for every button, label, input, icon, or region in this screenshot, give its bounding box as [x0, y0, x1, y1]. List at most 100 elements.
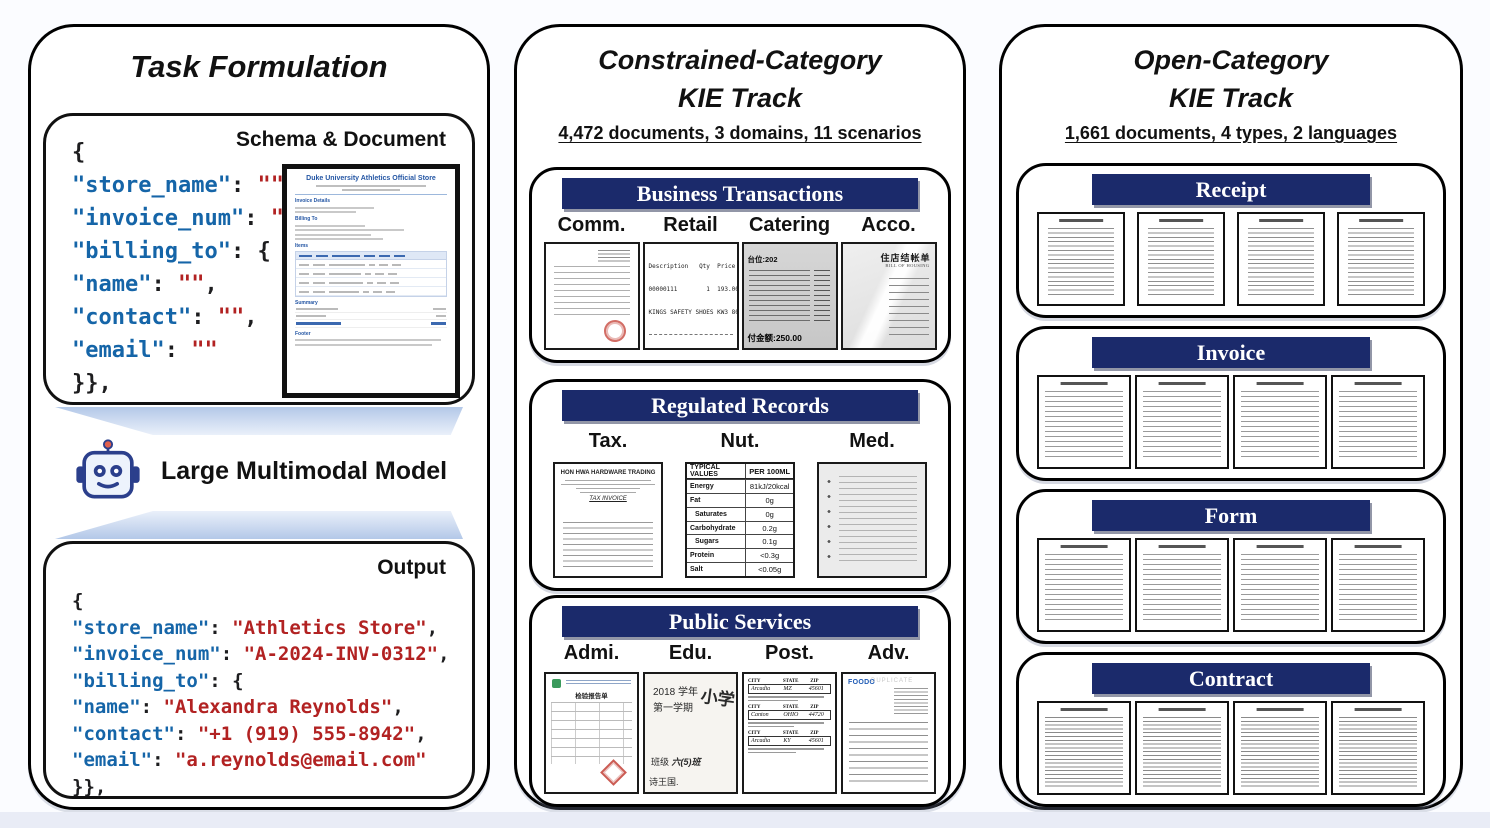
- contract-card: Contract: [1016, 652, 1446, 807]
- json-code-line: "email": "a.reynolds@email.com": [72, 749, 427, 771]
- open-stats: 1,661 documents, 4 types, 2 languages: [1064, 123, 1398, 143]
- document-thumbnail: [1331, 701, 1425, 795]
- document-thumbnail: [1137, 212, 1225, 306]
- invoice-banner: Invoice: [1092, 337, 1370, 368]
- document-thumbnail: [1135, 701, 1229, 795]
- constrained-title-line1: Constrained-Category: [598, 45, 882, 75]
- json-code-line: "contact": "",: [72, 305, 258, 330]
- open-category-panel: Open-Category KIE Track 1,661 documents,…: [999, 24, 1463, 810]
- task-panel-title: Task Formulation: [130, 49, 388, 84]
- catering-receipt-thumbnail: 台位:202 付金额:250.00: [741, 242, 838, 350]
- receipt-doc-row: [1033, 212, 1429, 306]
- paid-amount: 付金额:250.00: [747, 333, 802, 343]
- document-thumbnail: [1233, 375, 1327, 469]
- red-stamp-icon: [601, 317, 628, 345]
- json-code-line: "billing_to": {: [72, 669, 244, 692]
- document-thumbnail: [1037, 375, 1131, 469]
- scenario-label-comm: Comm.: [557, 214, 626, 236]
- document-thumbnail: [1135, 375, 1229, 469]
- retail-receipt-thumbnail: Description Qty Price Amt 00000111 1 193…: [642, 242, 739, 350]
- scenario-label-admi: Admi.: [563, 642, 620, 664]
- schema-box-label: Schema & Document: [235, 128, 446, 151]
- json-code-line: }},: [72, 775, 107, 798]
- document-thumbnail: [1233, 538, 1327, 632]
- document-thumbnail: [1331, 375, 1425, 469]
- scenario-label-med: Med.: [849, 430, 895, 452]
- document-thumbnail: [1037, 701, 1131, 795]
- invoice-doc-row: [1033, 375, 1429, 469]
- education-document-thumbnail: 2018 学年 第一学期 小学 班级 六(5)班 诗王国.: [643, 672, 738, 794]
- task-formulation-panel: Task Formulation Schema & Document { "sto…: [28, 24, 490, 810]
- green-logo-icon: [552, 679, 561, 688]
- document-thumbnail: [1037, 212, 1125, 306]
- output-box: Output {"store_name": "Athletics Store",…: [43, 541, 475, 799]
- document-thumbnail: [1135, 538, 1229, 632]
- duplicate-watermark: DUPLICATE: [871, 678, 914, 684]
- medical-receipt-thumbnail: [817, 462, 927, 578]
- json-code-line: "name": "",: [72, 272, 218, 297]
- scenario-labels: Admi. Edu. Post. Adv.: [542, 642, 938, 665]
- page-bottom-strip: [0, 812, 1490, 828]
- invoice-card: Invoice: [1016, 326, 1446, 481]
- advice-form-thumbnail: FOODO DUPLICATE: [841, 672, 936, 794]
- form-card: Form: [1016, 489, 1446, 644]
- invoice-section-label: Summary: [295, 300, 318, 306]
- public-services-doc-row: 检验报告单 2018 学年 第一学期 小学 班级 六(5)班 诗王国. CITY…: [542, 672, 938, 794]
- regulated-records-banner: Regulated Records: [562, 390, 918, 421]
- document-thumbnail: [1233, 701, 1327, 795]
- json-code-line: "invoice_num": "",: [72, 206, 310, 231]
- commercial-invoice-thumbnail: [543, 242, 640, 350]
- scenario-label-catering: Catering: [748, 214, 831, 236]
- accommodation-bill-thumbnail: 住店结帐单 BILL OF HOUSING: [840, 242, 937, 350]
- scenario-labels: Comm. Retail Catering Acco.: [542, 214, 938, 237]
- invoice-section-label: Invoice Details: [295, 198, 331, 204]
- document-thumbnail: [1331, 538, 1425, 632]
- open-title-line2: KIE Track: [1168, 83, 1294, 113]
- beam-connector-bottom: [55, 511, 463, 539]
- scenario-label-acco: Acco.: [861, 214, 916, 236]
- open-title-line1: Open-Category: [1133, 45, 1329, 75]
- business-transactions-card: Business Transactions Comm. Retail Cater…: [529, 167, 951, 363]
- public-services-card: Public Services Admi. Edu. Post. Adv. 检验…: [529, 595, 951, 807]
- inspection-report-thumbnail: 检验报告单: [544, 672, 639, 794]
- scenario-label-tax: Tax.: [588, 430, 628, 452]
- scenario-label-nut: Nut.: [720, 430, 760, 452]
- json-code-line: "store_name": "",: [72, 173, 297, 198]
- scenario-label-retail: Retail: [663, 214, 718, 236]
- business-transactions-banner: Business Transactions: [562, 178, 918, 209]
- tax-invoice-thumbnail: HON HWA HARDWARE TRADING TAX INVOICE: [553, 462, 663, 578]
- model-row: Large Multimodal Model: [75, 433, 475, 509]
- invoice-document-preview: Duke University Athletics Official Store…: [282, 164, 460, 398]
- public-services-banner: Public Services: [562, 606, 918, 637]
- document-thumbnail: [1037, 538, 1131, 632]
- company-logo: FOODO: [848, 679, 876, 686]
- form-doc-row: [1033, 538, 1429, 632]
- output-box-label: Output: [377, 556, 446, 579]
- receipt-banner: Receipt: [1092, 174, 1370, 205]
- json-code-line: }},: [72, 371, 112, 396]
- scenario-label-post: Post.: [765, 642, 814, 664]
- contract-doc-row: [1033, 701, 1429, 795]
- scenario-label-adv: Adv.: [867, 642, 910, 664]
- invoice-items-table: [295, 251, 447, 297]
- document-thumbnail: [1237, 212, 1325, 306]
- document-thumbnail: [1337, 212, 1425, 306]
- json-code-line: "contact": "+1 (919) 555-8942",: [72, 722, 427, 745]
- table-number: 台位:202: [747, 255, 778, 264]
- scenario-labels: Tax. Nut. Med.: [542, 430, 938, 453]
- beam-connector-top: [55, 407, 463, 435]
- regulated-doc-row: HON HWA HARDWARE TRADING TAX INVOICE TYP…: [542, 462, 938, 578]
- json-code-line: "store_name": "Athletics Store",: [72, 616, 439, 639]
- invoice-section-label: Footer: [295, 330, 311, 337]
- robot-icon: [76, 439, 140, 499]
- constrained-stats: 4,472 documents, 3 domains, 11 scenarios: [558, 123, 922, 143]
- model-label: Large Multimodal Model: [161, 456, 448, 485]
- constrained-category-panel: Constrained-Category KIE Track 4,472 doc…: [514, 24, 966, 810]
- contract-banner: Contract: [1092, 663, 1370, 694]
- json-code-line: "name": "Alexandra Reynolds",: [72, 696, 404, 718]
- json-code-line: {: [72, 140, 86, 165]
- scenario-label-edu: Edu.: [668, 642, 713, 664]
- receipt-card: Receipt: [1016, 163, 1446, 318]
